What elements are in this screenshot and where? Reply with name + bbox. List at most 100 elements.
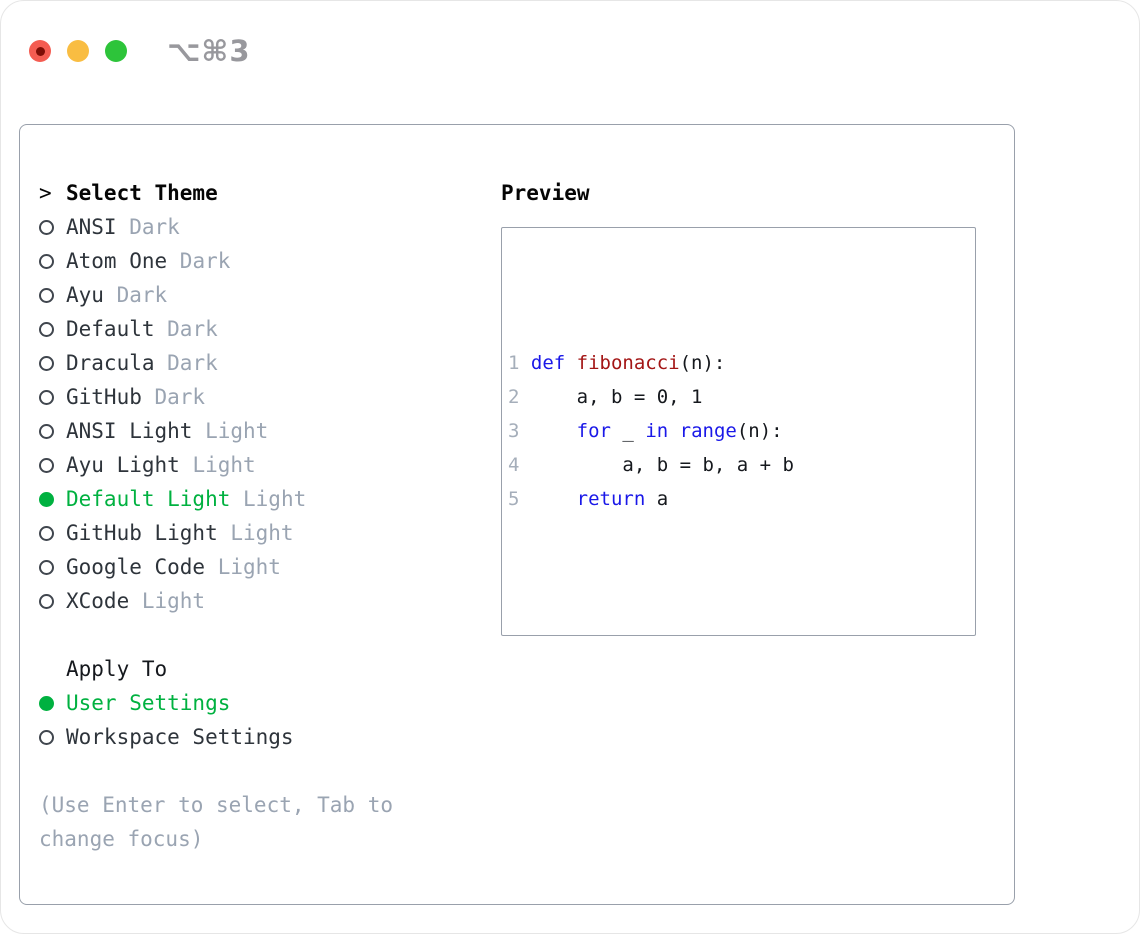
code-line: 3 for _ in range(n): xyxy=(508,414,975,448)
traffic-lights xyxy=(29,40,127,62)
theme-name: GitHub xyxy=(66,385,142,409)
radio-icon xyxy=(39,491,54,507)
preview-column: Preview 1 def fibonacci(n):2 a, b = 0, 1… xyxy=(501,176,1014,904)
close-button[interactable] xyxy=(29,40,51,62)
theme-name: Dracula xyxy=(66,351,155,375)
radio-icon xyxy=(39,559,54,575)
radio-icon xyxy=(39,423,54,439)
radio-icon xyxy=(39,253,54,269)
radio-icon xyxy=(39,525,54,541)
line-number: 1 xyxy=(508,352,531,374)
code-token: a xyxy=(645,488,669,510)
theme-variant: Light xyxy=(129,589,206,613)
radio-icon xyxy=(39,287,54,303)
code-token xyxy=(531,488,577,510)
code-line: 1 def fibonacci(n): xyxy=(508,346,975,380)
code-token: for xyxy=(576,420,611,442)
theme-variant: Dark xyxy=(154,351,218,375)
theme-name: Ayu Light xyxy=(66,453,180,477)
radio-icon xyxy=(39,695,54,711)
radio-icon xyxy=(39,321,54,337)
apply-option-workspace-settings[interactable]: Workspace Settings xyxy=(39,720,501,754)
theme-option-ayu[interactable]: Ayu Dark xyxy=(39,278,501,312)
apply-option-label: User Settings xyxy=(66,691,231,715)
blank-line xyxy=(508,584,975,618)
code-line: 5 return a xyxy=(508,482,975,516)
radio-icon xyxy=(39,729,54,745)
line-number: 4 xyxy=(508,454,531,476)
spacer xyxy=(39,618,501,652)
theme-variant: Light xyxy=(192,419,269,443)
line-number: 2 xyxy=(508,386,531,408)
window-shortcut-label: ⌥⌘3 xyxy=(167,34,251,68)
theme-option-dracula[interactable]: Dracula Dark xyxy=(39,346,501,380)
theme-option-ansi-light[interactable]: ANSI Light Light xyxy=(39,414,501,448)
theme-option-default[interactable]: Default Dark xyxy=(39,312,501,346)
line-number: 5 xyxy=(508,488,531,510)
theme-option-xcode[interactable]: XCode Light xyxy=(39,584,501,618)
theme-option-ansi[interactable]: ANSI Dark xyxy=(39,210,501,244)
select-theme-title-row: > Select Theme xyxy=(39,176,501,210)
code-token xyxy=(531,420,577,442)
theme-name: ANSI Light xyxy=(66,419,193,443)
apply-option-user-settings[interactable]: User Settings xyxy=(39,686,501,720)
hint-text: (Use Enter to select, Tab to change focu… xyxy=(39,793,394,851)
code-token: (n): xyxy=(679,352,726,374)
theme-name: Default Light xyxy=(66,487,231,511)
theme-variant: Dark xyxy=(167,249,231,273)
theme-option-atom-one[interactable]: Atom One Dark xyxy=(39,244,501,278)
theme-option-default-light[interactable]: Default Light Light xyxy=(39,482,501,516)
line-number: 3 xyxy=(508,420,531,442)
code-token: _ xyxy=(610,420,646,442)
apply-to-title: Apply To xyxy=(66,652,501,686)
preview-title-row: Preview xyxy=(501,176,1014,210)
code-line: 2 a, b = 0, 1 xyxy=(508,380,975,414)
theme-variant: Light xyxy=(179,453,256,477)
code-token: return xyxy=(576,488,646,510)
theme-variant: Light xyxy=(230,487,307,511)
theme-name: Default xyxy=(66,317,155,341)
theme-variant: Light xyxy=(217,521,294,545)
theme-variant: Dark xyxy=(103,283,168,307)
code-token: fibonacci xyxy=(576,352,680,374)
minimize-button[interactable] xyxy=(67,40,89,62)
code-token: a, b = 0, 1 xyxy=(530,386,703,408)
radio-icon xyxy=(39,593,54,609)
theme-variant: Dark xyxy=(141,385,206,409)
theme-option-google-code[interactable]: Google Code Light xyxy=(39,550,501,584)
theme-option-github[interactable]: GitHub Dark xyxy=(39,380,501,414)
theme-option-ayu-light[interactable]: Ayu Light Light xyxy=(39,448,501,482)
theme-name: Ayu xyxy=(66,283,104,307)
focus-caret: > xyxy=(39,181,52,205)
code-line: 4 a, b = b, a + b xyxy=(508,448,975,482)
code-token: range xyxy=(679,420,737,442)
theme-name: Google Code xyxy=(66,555,206,579)
radio-icon xyxy=(39,389,54,405)
theme-name: ANSI xyxy=(66,215,117,239)
theme-option-github-light[interactable]: GitHub Light Light xyxy=(39,516,501,550)
code-token: (n): xyxy=(736,420,783,442)
theme-variant: Light xyxy=(205,555,281,579)
preview-title: Preview xyxy=(501,181,590,205)
code-token: a, b = b, a + b xyxy=(530,454,794,476)
select-theme-label: Select Theme xyxy=(66,181,218,205)
theme-name: XCode xyxy=(66,589,130,613)
theme-variant: Dark xyxy=(154,317,218,341)
theme-name: GitHub Light xyxy=(66,521,218,545)
theme-variant: Dark xyxy=(116,215,180,239)
radio-icon xyxy=(39,457,54,473)
apply-to-label: Apply To xyxy=(66,657,168,681)
code-token: in xyxy=(645,420,669,442)
radio-icon xyxy=(39,219,54,235)
zoom-button[interactable] xyxy=(105,40,127,62)
theme-name: Atom One xyxy=(66,249,168,273)
apply-option-label: Workspace Settings xyxy=(66,725,294,749)
close-dot-icon xyxy=(35,46,45,56)
